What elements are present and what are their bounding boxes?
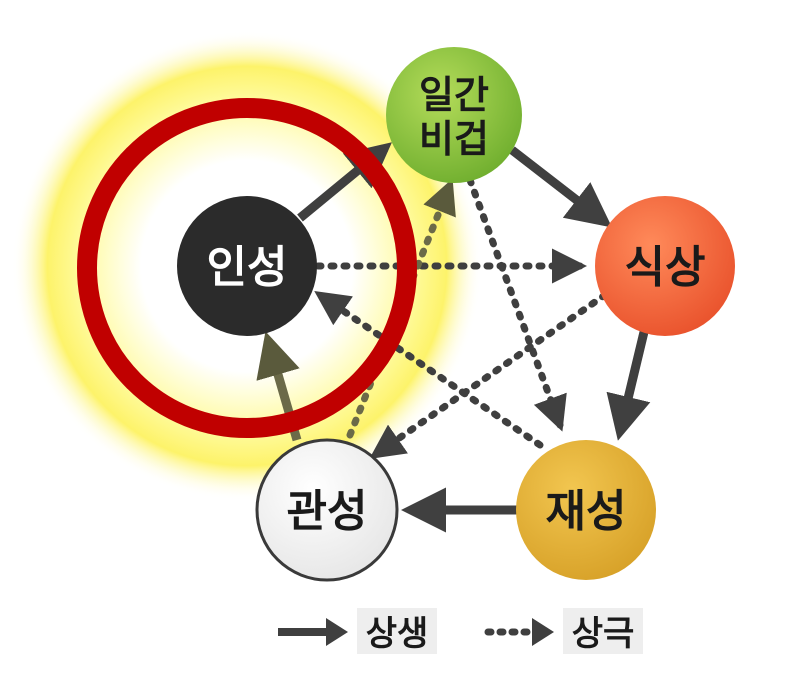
node-ilgan: 일간 비겁 (386, 47, 522, 183)
node-insung: 인성 (177, 196, 317, 336)
node-jaesung-label: 재성 (546, 486, 627, 537)
legend-saengsaeng-bg (357, 608, 437, 654)
arrow-siksang-to-gwansung (369, 291, 609, 459)
arrow-siksang-to-jaesung (606, 330, 651, 441)
node-ilgan-line1: 일간 (419, 73, 489, 117)
node-jaesung: 재성 (516, 440, 656, 580)
highlight-ring (77, 98, 417, 438)
node-gwansung: 관성 (255, 438, 399, 582)
legend-sanggeuk-label: 상극 (572, 614, 635, 654)
arrow-ilgan-to-jaesung (466, 176, 567, 432)
legend-saengsaeng-label: 상생 (366, 614, 429, 654)
legend-solid-arrowhead (326, 618, 348, 646)
node-insung-label: 인성 (207, 242, 288, 293)
legend-sanggeuk-bg (563, 608, 643, 654)
node-gwansung-label: 관성 (287, 486, 368, 537)
node-ilgan-line2: 비겁 (419, 117, 489, 161)
legend-dotted-arrowhead (532, 618, 554, 646)
arrow-jaesung-to-insung (314, 291, 544, 449)
node-siksang-label: 식상 (625, 242, 706, 293)
arrow-ilgan-to-siksang (509, 146, 613, 228)
legend: 상생 상극 (278, 608, 643, 654)
node-siksang: 식상 (595, 196, 735, 336)
